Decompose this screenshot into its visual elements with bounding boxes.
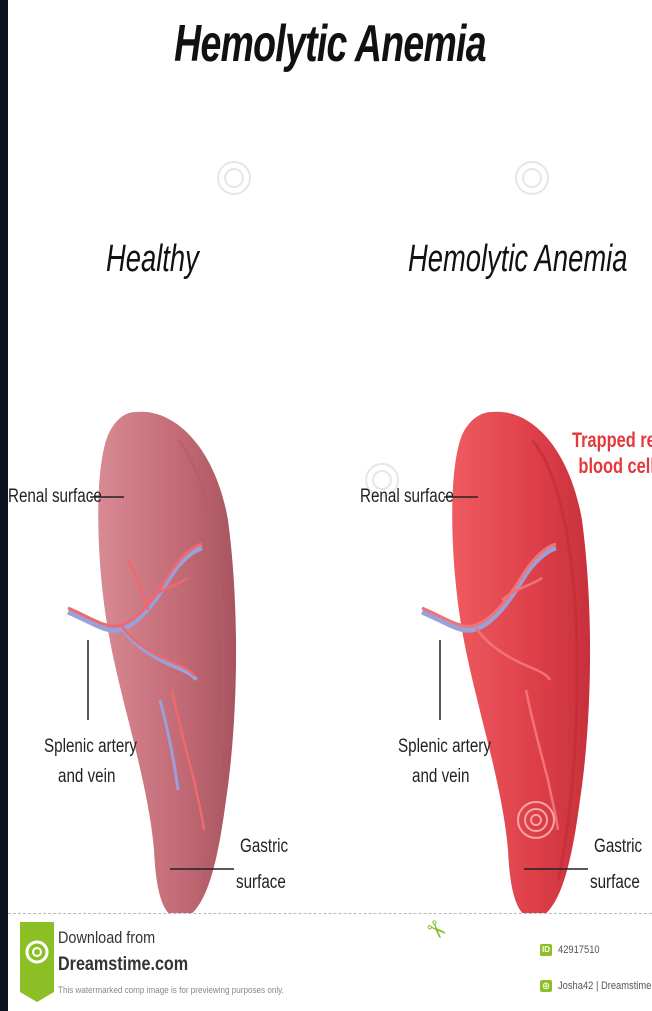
author-badge-icon: ◎ [540,980,552,992]
dreamstime-logo-icon [20,922,54,1002]
trapped-cells-callout: Trapped red blood cells [572,428,652,480]
trapped-callout-line2: blood cells [572,454,652,480]
diagram-canvas: Hemolytic Anemia Healthy Hemolytic Anemi… [8,0,652,1011]
healthy-splenic-label-2: and vein [58,764,115,790]
anemia-renal-label: Renal surface [360,484,454,510]
healthy-splenic-label-1: Splenic artery [44,734,137,760]
spleen-illustrations [8,0,652,1011]
image-id: 42917510 [558,944,600,956]
anemia-splenic-label-1: Splenic artery [398,734,491,760]
healthy-renal-label: Renal surface [8,484,102,510]
author-credit: Josha42 | Dreamstime.com [558,980,652,992]
anemia-gastric-label-2: surface [590,870,640,896]
anemia-gastric-label-1: Gastric [594,834,642,860]
healthy-gastric-label-1: Gastric [240,834,288,860]
scissors-icon: ✂ [419,913,454,948]
watermark-footer: Download from Dreamstime.com This waterm… [8,913,652,1011]
id-badge-icon: ID [540,944,552,956]
dreamstime-name: Dreamstime.com [58,954,188,976]
trapped-callout-line1: Trapped red [572,428,652,454]
anemia-splenic-label-2: and vein [412,764,469,790]
healthy-gastric-label-2: surface [236,870,286,896]
watermark-note: This watermarked comp image is for previ… [58,985,284,995]
download-from-text: Download from [58,928,155,948]
